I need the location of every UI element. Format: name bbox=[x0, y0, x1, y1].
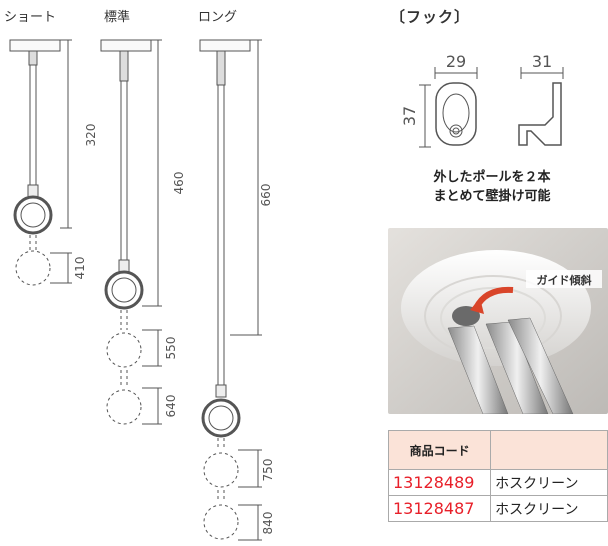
hook-front-view bbox=[419, 67, 478, 148]
hook-height: 37 bbox=[400, 106, 419, 126]
pole-dimension-drawing: 320 410 460 550 640 660 750 840 bbox=[9, 39, 275, 541]
product-code-table: 商品コード 13128489 ホスクリーン 13128487 ホスクリーン bbox=[387, 430, 608, 522]
ceiling-mount-photo: ガイド傾斜 bbox=[388, 228, 608, 414]
table-row: 13128489 ホスクリーン bbox=[387, 469, 608, 496]
dim-long-extended-2: 840 bbox=[261, 512, 275, 535]
header-product-name bbox=[490, 430, 608, 470]
guide-slope-label: ガイド傾斜 bbox=[537, 273, 592, 287]
variant-label-standard: 標準 bbox=[104, 10, 131, 25]
hook-width-front: 29 bbox=[446, 55, 466, 71]
table-header-row: 商品コード bbox=[387, 430, 608, 470]
hook-caption-line-1: 外したポールを２本 bbox=[433, 170, 551, 185]
product-code-cell: 13128489 bbox=[387, 469, 492, 496]
variant-label-long: ロング bbox=[198, 10, 238, 25]
hook-side-view bbox=[518, 67, 564, 146]
table-row: 13128487 ホスクリーン bbox=[387, 495, 608, 522]
product-code-cell: 13128487 bbox=[387, 495, 492, 522]
dim-long-extended-1: 750 bbox=[261, 459, 275, 482]
hook-caption-line-2: まとめて壁掛け可能 bbox=[433, 189, 551, 204]
pole-long bbox=[199, 39, 262, 541]
dim-long-length: 660 bbox=[259, 184, 273, 207]
hook-width-side: 31 bbox=[532, 55, 552, 71]
hook-section-title: 〔フック〕 bbox=[390, 8, 471, 26]
hook-caption: 外したポールを２本 まとめて壁掛け可能 bbox=[392, 168, 592, 206]
header-product-code: 商品コード bbox=[387, 430, 492, 470]
dim-short-length: 320 bbox=[84, 124, 98, 147]
dim-standard-extended-2: 640 bbox=[164, 395, 178, 418]
product-name-cell: ホスクリーン bbox=[490, 495, 608, 522]
product-name-cell: ホスクリーン bbox=[490, 469, 608, 496]
dim-standard-extended-1: 550 bbox=[164, 337, 178, 360]
pole-short bbox=[9, 39, 72, 286]
ceiling-mount-illustration: ガイド傾斜 bbox=[388, 228, 608, 414]
variant-label-short: ショート bbox=[4, 10, 57, 25]
dim-standard-length: 460 bbox=[172, 172, 186, 195]
hook-dimension-drawing: 29 31 37 bbox=[400, 55, 564, 148]
pole-standard bbox=[100, 39, 162, 425]
dim-short-extended: 410 bbox=[73, 257, 87, 280]
